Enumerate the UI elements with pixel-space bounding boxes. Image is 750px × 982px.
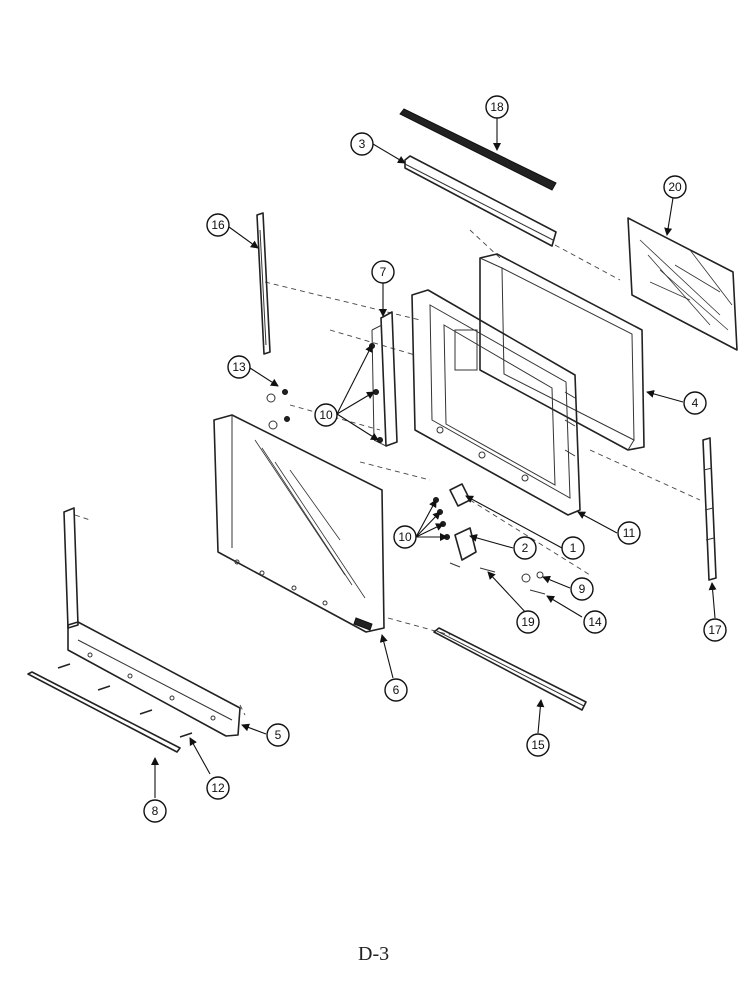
part-20-outer-glass: [627, 217, 738, 351]
callout-18-label: 18: [490, 100, 504, 114]
part-16-left-strip: [256, 212, 271, 355]
callout-6: 6: [384, 678, 408, 702]
callout-8-label: 8: [152, 804, 159, 818]
callout-13: 13: [227, 355, 251, 379]
part-6-door-panel: [213, 414, 385, 633]
callout-8: 8: [143, 799, 167, 823]
callout-14-label: 14: [588, 615, 602, 629]
callout-11-label: 11: [623, 526, 636, 540]
callout-9: 9: [570, 577, 594, 601]
callout-11: 11: [617, 521, 641, 545]
callout-7: 7: [371, 260, 395, 284]
callout-5-label: 5: [275, 728, 282, 742]
callout-20-label: 20: [668, 180, 682, 194]
callout-18: 18: [485, 95, 509, 119]
callout-17-label: 17: [708, 623, 722, 637]
callout-10-lower: 10: [393, 525, 417, 549]
callout-1: 1: [561, 536, 585, 560]
callout-19-label: 19: [521, 615, 535, 629]
callout-5: 5: [266, 723, 290, 747]
callout-16-label: 16: [211, 218, 225, 232]
alignment-lines: [74, 229, 701, 716]
callout-7-label: 7: [380, 265, 387, 279]
part-15-bottom-channel: [433, 627, 587, 711]
leader-lines: [151, 118, 717, 798]
callout-4-label: 4: [692, 396, 699, 410]
part-3-top-channel: [404, 155, 557, 247]
page-label: D-3: [358, 943, 389, 965]
part-5-door-handle: [63, 507, 241, 737]
part-8-handle-trim: [27, 671, 181, 753]
callout-10-upper-label: 10: [319, 408, 333, 422]
part-18-top-trim: [399, 108, 557, 191]
callout-3: 3: [350, 132, 374, 156]
part-4-inner-glass-frame: [479, 253, 645, 451]
callout-19: 19: [516, 610, 540, 634]
callout-13-label: 13: [232, 360, 246, 374]
callout-12: 12: [206, 776, 230, 800]
callout-17: 17: [703, 618, 727, 642]
part-13-fasteners: [266, 389, 290, 430]
part-7-hinge-bracket: [369, 311, 398, 447]
callout-4: 4: [683, 391, 707, 415]
callout-10-upper: 10: [314, 403, 338, 427]
callout-3-label: 3: [359, 137, 366, 151]
part-12-screws: [57, 663, 193, 738]
callout-10-lower-label: 10: [398, 530, 412, 544]
callout-20: 20: [663, 175, 687, 199]
callout-15-label: 15: [531, 738, 545, 752]
callout-1-label: 1: [570, 541, 577, 555]
callout-12-label: 12: [211, 781, 225, 795]
part-17-right-strip: [702, 437, 717, 581]
callout-6-label: 6: [393, 683, 400, 697]
callout-16: 16: [206, 213, 230, 237]
callout-14: 14: [583, 610, 607, 634]
callout-2-label: 2: [522, 541, 529, 555]
callout-2: 2: [513, 536, 537, 560]
part-11-door-frame: [411, 289, 581, 516]
callout-9-label: 9: [579, 582, 586, 596]
callout-15: 15: [526, 733, 550, 757]
